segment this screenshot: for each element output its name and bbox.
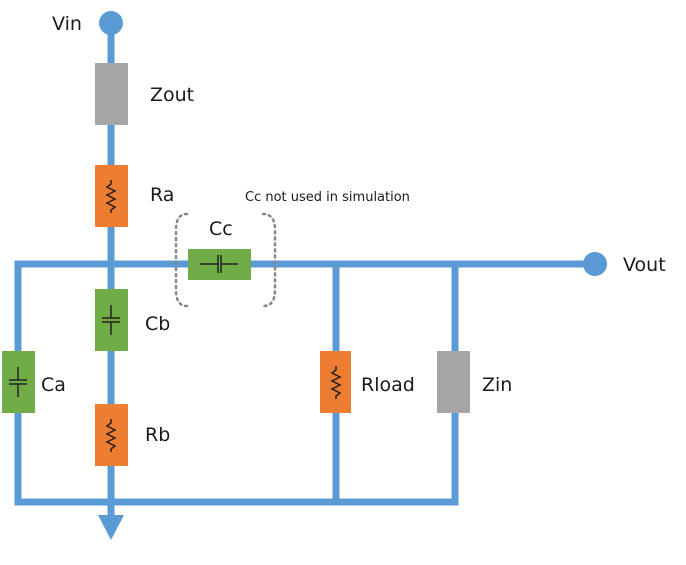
ground-arrow — [98, 515, 124, 540]
vout-terminal — [583, 252, 607, 276]
resistor-zigzag-icon — [330, 366, 342, 399]
cc-capacitor — [188, 249, 251, 280]
vin-terminal — [99, 11, 123, 35]
zout-label: Zout — [150, 84, 194, 106]
resistor-zigzag-icon — [105, 419, 117, 452]
rb-resistor — [95, 404, 128, 466]
vout-label: Vout — [623, 254, 666, 276]
cc-dashed-bracket-right — [261, 212, 277, 308]
resistor-zigzag-icon — [105, 180, 117, 213]
zout-impedance — [95, 63, 128, 125]
ca-capacitor — [2, 351, 35, 413]
rload-resistor — [320, 351, 351, 413]
cb-capacitor — [95, 289, 128, 351]
ca-label: Ca — [41, 374, 66, 396]
cc-label: Cc — [209, 218, 233, 240]
rload-label: Rload — [361, 374, 415, 396]
rb-label: Rb — [145, 424, 170, 446]
vin-label: Vin — [52, 13, 82, 35]
cc-note-label: Cc not used in simulation — [245, 190, 410, 205]
cb-label: Cb — [145, 313, 170, 335]
cc-dashed-bracket-left — [174, 212, 189, 308]
zin-label: Zin — [482, 374, 512, 396]
zin-impedance — [437, 351, 470, 413]
ra-resistor — [95, 165, 128, 227]
ra-label: Ra — [150, 184, 174, 206]
